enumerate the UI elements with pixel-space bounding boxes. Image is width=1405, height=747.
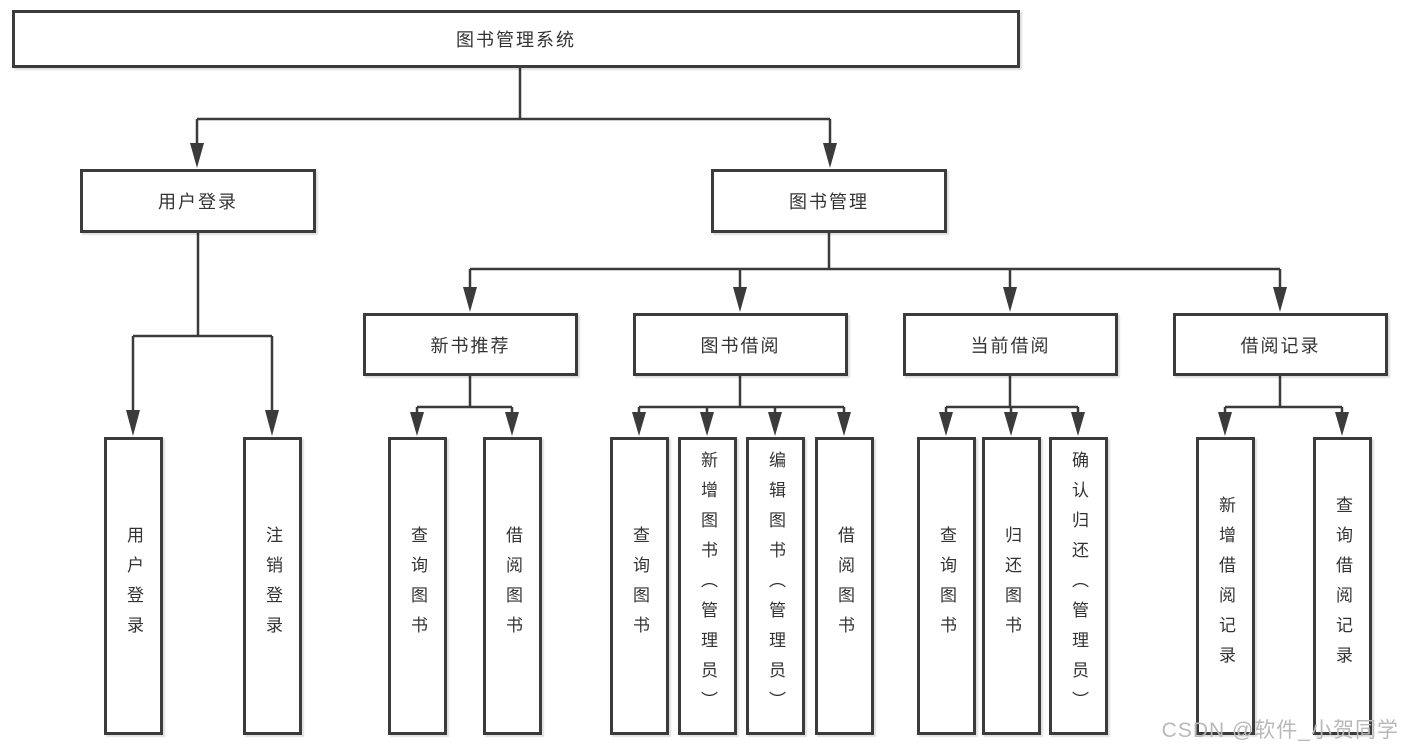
node-library-system-label: 图书管理系统 [456, 30, 576, 50]
leaf-borrow-books-newbook-label: 借阅图书 [503, 526, 522, 646]
leaf-query-borrow-record: 查询借阅记录 [1313, 437, 1372, 735]
leaf-query-books-newbook-label: 查询图书 [408, 526, 427, 646]
node-library-system: 图书管理系统 [12, 10, 1020, 68]
node-current-borrow: 当前借阅 [903, 313, 1118, 376]
leaf-user-login: 用户登录 [104, 437, 163, 735]
node-borrow-records-label: 借阅记录 [1240, 335, 1321, 356]
node-book-borrow: 图书借阅 [633, 313, 848, 376]
node-book-borrow-label: 图书借阅 [700, 335, 781, 356]
leaf-query-books-newbook: 查询图书 [388, 437, 447, 735]
node-book-management: 图书管理 [711, 169, 947, 233]
leaf-borrow-books-borrow: 借阅图书 [815, 437, 874, 735]
node-new-book-recommend-label: 新书推荐 [430, 335, 511, 356]
leaf-confirm-return-admin: 确认归还（管理员） [1049, 437, 1108, 735]
leaf-edit-book-admin-label: 编辑图书（管理员） [766, 451, 785, 721]
node-new-book-recommend: 新书推荐 [363, 313, 578, 376]
leaf-confirm-return-admin-label: 确认归还（管理员） [1069, 451, 1088, 721]
leaf-add-borrow-record-label: 新增借阅记录 [1216, 496, 1235, 676]
node-book-management-label: 图书管理 [789, 192, 869, 212]
node-borrow-records: 借阅记录 [1173, 313, 1388, 376]
node-current-borrow-label: 当前借阅 [970, 335, 1051, 356]
leaf-add-borrow-record: 新增借阅记录 [1196, 437, 1255, 735]
leaf-return-books-label: 归还图书 [1002, 526, 1021, 646]
leaf-add-book-admin: 新增图书（管理员） [678, 437, 737, 735]
leaf-query-borrow-record-label: 查询借阅记录 [1333, 496, 1352, 676]
leaf-logout: 注销登录 [243, 437, 302, 735]
leaf-borrow-books-borrow-label: 借阅图书 [835, 526, 854, 646]
node-user-login-label: 用户登录 [158, 192, 238, 212]
csdn-watermark: CSDN @软件_小贺同学 [1161, 719, 1399, 742]
leaf-query-books-current-label: 查询图书 [937, 526, 956, 646]
leaf-edit-book-admin: 编辑图书（管理员） [746, 437, 805, 735]
node-user-login: 用户登录 [80, 169, 316, 233]
leaf-query-books-current: 查询图书 [917, 437, 976, 735]
leaf-add-book-admin-label: 新增图书（管理员） [698, 451, 717, 721]
leaf-query-books-borrow: 查询图书 [610, 437, 669, 735]
leaf-borrow-books-newbook: 借阅图书 [483, 437, 542, 735]
leaf-logout-label: 注销登录 [263, 526, 282, 646]
arrowheads [126, 143, 1349, 436]
leaf-return-books: 归还图书 [982, 437, 1041, 735]
leaf-user-login-label: 用户登录 [124, 526, 143, 646]
leaf-query-books-borrow-label: 查询图书 [630, 526, 649, 646]
